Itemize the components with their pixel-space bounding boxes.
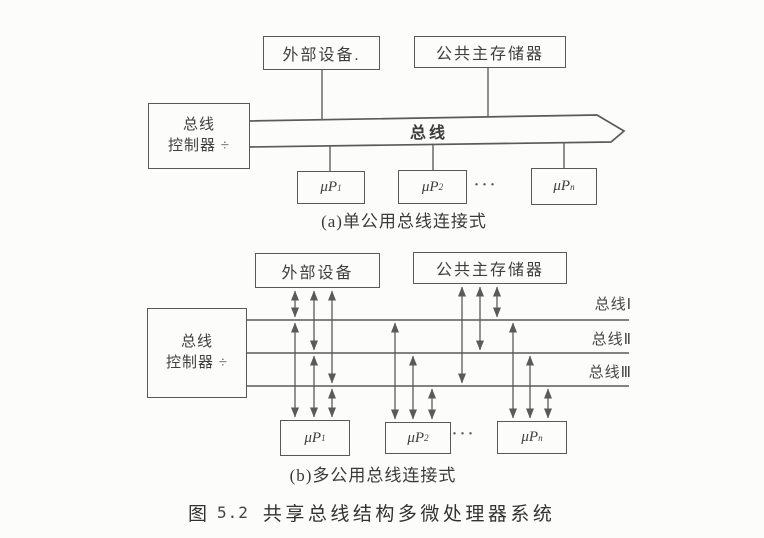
- bus-controller-label-b-line2: 控制器 ÷: [166, 355, 228, 371]
- bus-controller-box-a: 总线 控制器 ÷: [148, 103, 250, 169]
- external-device-label-a: 外部设备.: [282, 47, 361, 64]
- mpn-sub-b: n: [538, 432, 543, 443]
- external-device-box-b: 外部设备: [255, 253, 380, 288]
- mp1-label-a: μP: [320, 179, 338, 195]
- mp2-sub-b: 2: [424, 433, 429, 443]
- bus-label-a: 总线: [409, 125, 448, 142]
- external-device-box-a: 外部设备.: [263, 36, 380, 70]
- main-memory-box-a: 公共主存储器: [414, 36, 566, 68]
- ellipsis-a: ···: [474, 177, 499, 193]
- figure-caption-prefix: 图: [188, 504, 208, 525]
- bus2-label: 总线Ⅱ: [591, 332, 632, 348]
- ellipsis-b: ···: [452, 426, 477, 442]
- main-memory-label-a: 公共主存储器: [435, 46, 544, 63]
- mpn-sub-a: n: [570, 181, 575, 192]
- bus-controller-box-b: 总线 控制器 ÷: [147, 308, 247, 398]
- bus-controller-label-a-line2: 控制器 ÷: [168, 138, 230, 154]
- mp2-label-b: μP: [407, 429, 425, 446]
- caption-b: (b)多公用总线连接式: [289, 466, 457, 485]
- mp1-label-b: μP: [304, 429, 322, 446]
- main-memory-box-b: 公共主存储器: [413, 252, 567, 284]
- mpn-label-b: μP: [521, 429, 539, 445]
- arrow-links-b: [291, 286, 552, 420]
- caption-a: (a)单公用总线连接式: [321, 212, 487, 231]
- mp1-sub-a: 1: [337, 182, 342, 193]
- mp2-sub-a: 2: [438, 182, 444, 192]
- main-memory-label-b: 公共主存储器: [435, 262, 544, 279]
- mp2-label-a: μP: [421, 178, 439, 195]
- external-device-label-b: 外部设备: [281, 264, 354, 282]
- bus3-label: 总线Ⅲ: [588, 365, 632, 381]
- mp1-sub-b: 1: [321, 433, 326, 443]
- bus-controller-label-a-line1: 总线: [182, 117, 215, 133]
- links-a: [321, 68, 565, 171]
- bus-controller-label-b-line1: 总线: [180, 334, 213, 350]
- mpn-label-a: μP: [553, 178, 571, 194]
- bus1-label: 总线Ⅰ: [594, 297, 632, 313]
- figure-caption: 图 5.2 共享总线结构多微处理器系统: [188, 499, 555, 526]
- figure-caption-title: 共享总线结构多微处理器系统: [262, 504, 556, 525]
- figure-caption-number: 5.2: [217, 503, 249, 522]
